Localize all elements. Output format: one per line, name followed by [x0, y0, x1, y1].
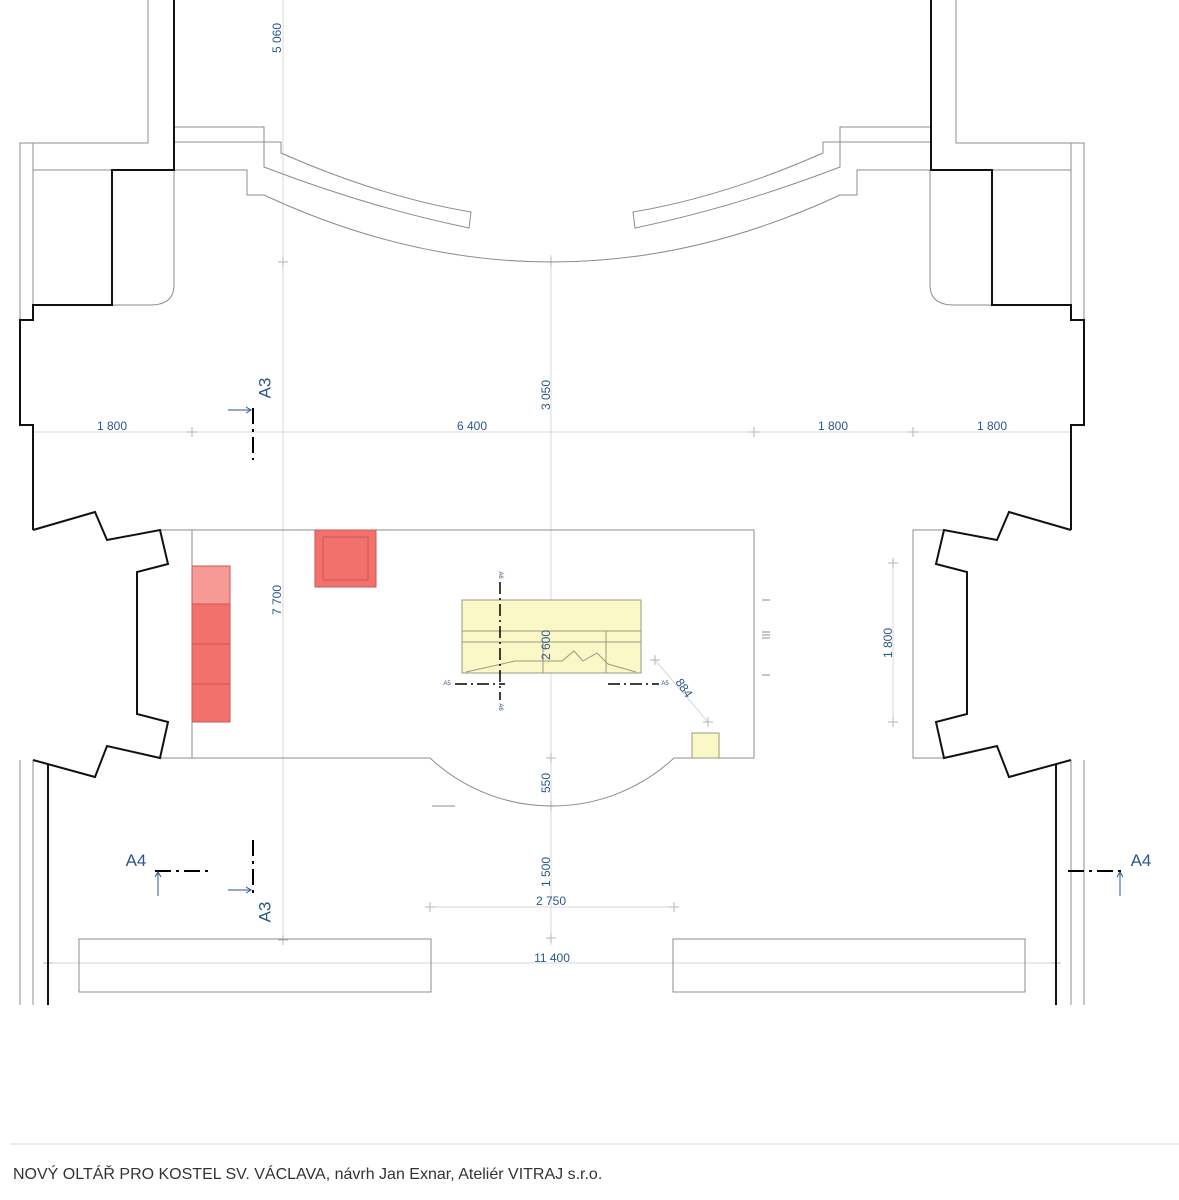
section-a3-top-arrow-icon	[228, 406, 252, 414]
section-a4-left-label: A4	[126, 851, 147, 870]
section-a5-right-label: A5	[661, 681, 669, 687]
section-lines	[154, 406, 1124, 896]
red-block-1	[191, 565, 231, 605]
dimension-label: 5 060	[270, 23, 284, 53]
apse-vault-arc	[174, 169, 930, 263]
left-lower-wall-thin	[19, 760, 34, 1005]
section-a4-left-arrow-icon	[154, 871, 162, 896]
dimension-label: 11 400	[534, 951, 570, 965]
red-square-inner	[322, 536, 369, 581]
section-a6-top-label: A6	[497, 571, 503, 579]
red-elements	[191, 529, 377, 723]
left-rounded-corner	[112, 170, 175, 306]
left-pier-connectors	[160, 529, 192, 759]
red-square-ambo	[314, 529, 377, 588]
altar-detail-lines	[462, 630, 641, 673]
right-wall	[930, 0, 1085, 530]
small-yellow-element	[691, 732, 720, 759]
dimension-line-diagonal	[654, 659, 709, 723]
left-wall	[19, 0, 175, 530]
dimension-label: 1 800	[881, 628, 895, 658]
dimension-label: 884	[673, 676, 696, 701]
section-a3-top-label: A3	[256, 378, 275, 399]
section-a4-right-label: A4	[1131, 851, 1152, 870]
dimension-label: 7 700	[270, 585, 284, 615]
red-block-2	[191, 603, 231, 645]
dimension-label: 550	[539, 773, 553, 793]
section-labels: A3 A3 A4 A4 A5 A5 A6 A6	[126, 378, 1152, 923]
walls	[19, 0, 1085, 1005]
altar	[461, 599, 720, 759]
dimension-label: 1 800	[97, 419, 127, 433]
dimension-label: 1 500	[539, 857, 553, 887]
section-a3-bottom-label: A3	[256, 902, 275, 923]
left-inner-wall-thin	[32, 143, 112, 305]
footer-caption: NOVÝ OLTÁŘ PRO KOSTEL SV. VÁCLAVA, návrh…	[13, 1164, 602, 1183]
right-outer-wall-thin	[955, 0, 1085, 320]
section-a3-bottom-arrow-icon	[228, 886, 252, 894]
presbytery-platform	[191, 529, 755, 807]
apse-band-left	[174, 126, 472, 229]
right-pier-box	[912, 529, 944, 759]
section-a5-left-label: A5	[443, 681, 451, 687]
platform-edge-marks	[762, 599, 770, 676]
dimension-label: 3 050	[539, 380, 553, 410]
right-lower-wall-thin	[1070, 760, 1085, 1005]
dimension-label: 1 800	[977, 419, 1007, 433]
dimension-labels: 5 060 3 050 1 800 6 400 1 800 1 800 7 70…	[97, 23, 1007, 965]
thin-outlines	[19, 0, 1085, 1005]
red-block-4	[191, 683, 231, 723]
dimension-label: 6 400	[457, 419, 487, 433]
bench-left	[78, 938, 432, 993]
dimension-label: 2 750	[536, 894, 566, 908]
apse-band-right	[632, 126, 930, 229]
right-inner-wall-thin	[992, 143, 1072, 305]
section-a4-right-arrow-icon	[1116, 871, 1124, 896]
bench-right	[672, 938, 1026, 993]
red-block-3	[191, 643, 231, 685]
altar-relief-outline	[465, 650, 637, 673]
section-a6-bottom-label: A6	[497, 703, 503, 711]
dimension-lines	[33, 0, 1072, 968]
right-pier	[934, 510, 1072, 779]
right-rounded-corner	[929, 170, 992, 306]
dimension-label: 1 800	[818, 419, 848, 433]
left-pier	[32, 510, 170, 779]
left-outer-wall-thin	[19, 0, 149, 320]
dimension-label: 2 600	[539, 630, 553, 660]
